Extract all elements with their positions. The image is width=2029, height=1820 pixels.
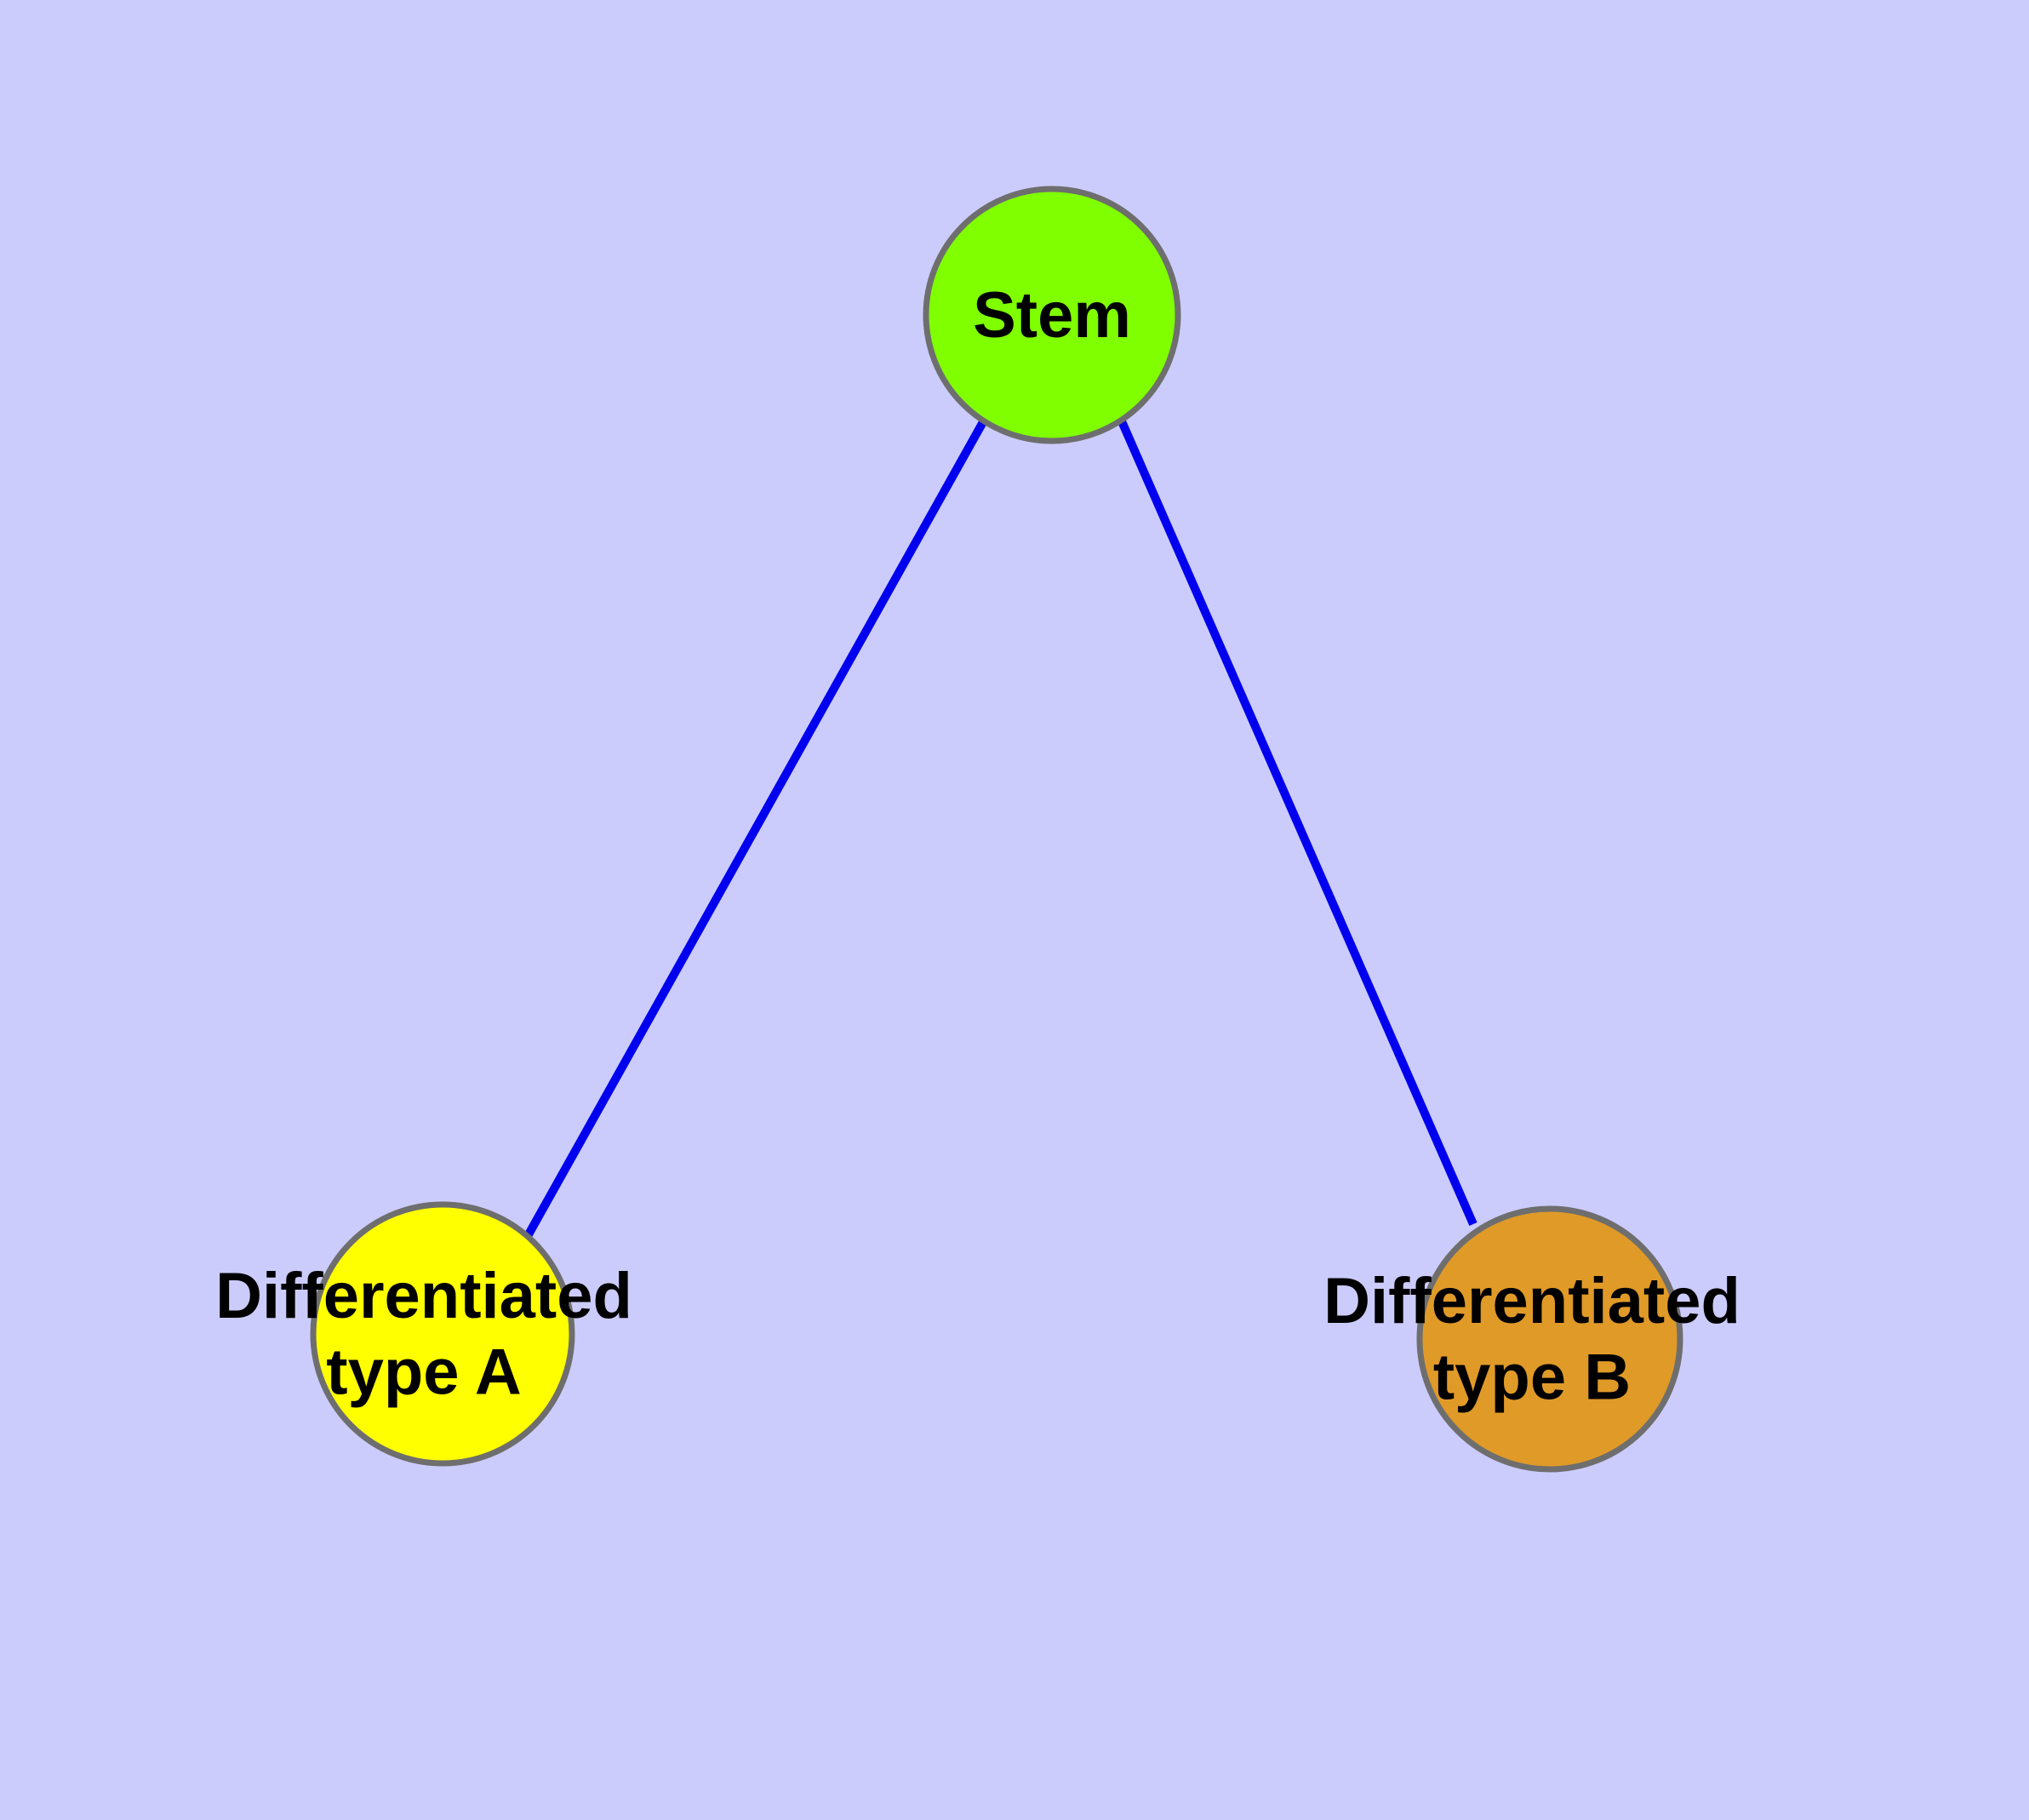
- edges-group: [523, 418, 1477, 1239]
- graph-node-diff_b[interactable]: [1416, 1205, 1683, 1473]
- graph-node-label-line: type A: [326, 1336, 521, 1409]
- graph-node-stem[interactable]: [923, 186, 1181, 444]
- graph-node-label-stem: Stem: [973, 279, 1131, 352]
- graph-node-diff_a[interactable]: [310, 1201, 575, 1467]
- graph-node-label-line: Stem: [973, 279, 1131, 352]
- graph-node-label-line: Differentiated: [1323, 1265, 1740, 1337]
- nodes-group: [310, 186, 1683, 1473]
- graph-edge-stem-to-a[interactable]: [523, 418, 988, 1239]
- graph-node-label-line: type B: [1433, 1342, 1631, 1414]
- graph-node-label-line: Differentiated: [215, 1260, 632, 1332]
- graph-edge-stem-to-b[interactable]: [1117, 419, 1477, 1227]
